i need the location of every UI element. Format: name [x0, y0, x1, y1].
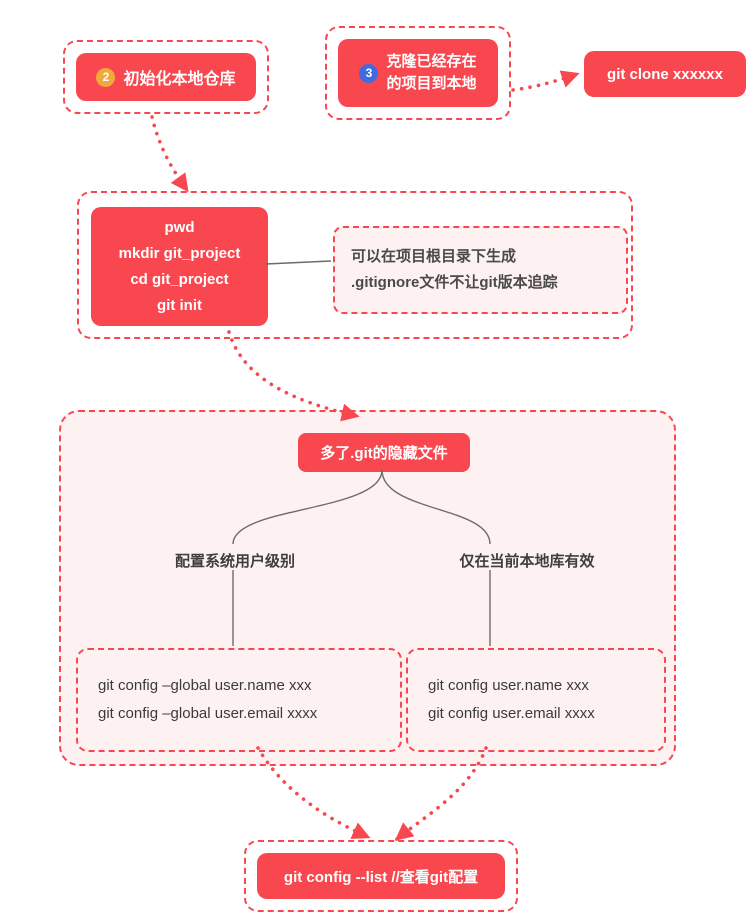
gitignore-note-line2: .gitignore文件不让git版本追踪 — [351, 274, 558, 291]
arrow-clone-to-gitclone — [511, 70, 580, 92]
global-config-box: git config –global user.name xxx git con… — [76, 648, 402, 752]
clone-label-line2: 的项目到本地 — [386, 75, 477, 92]
branch-label-system-user: 配置系统用户级别 — [174, 553, 295, 570]
global-config-line1: git config –global user.name xxx — [98, 677, 312, 694]
init-repo-node: 2 初始化本地仓库 — [63, 40, 269, 114]
config-list-box: git config --list //查看git配置 — [257, 853, 505, 899]
init-repo-box: 2 初始化本地仓库 — [76, 53, 256, 101]
git-clone-command-label: git clone xxxxxx — [607, 65, 723, 83]
gitignore-note-line1: 可以在项目根目录下生成 — [351, 248, 517, 265]
config-list-node: git config --list //查看git配置 — [244, 840, 518, 912]
cmd-cd: cd git_project — [130, 270, 229, 288]
config-section-group: 多了.git的隐藏文件 配置系统用户级别 仅在当前本地库有效 git confi… — [59, 410, 676, 766]
cmd-pwd: pwd — [164, 218, 195, 236]
clone-node: 3 克隆已经存在 的项目到本地 — [325, 26, 511, 120]
arrow-init-to-commands — [150, 115, 189, 193]
branch-label-local-repo: 仅在当前本地库有效 — [459, 553, 595, 570]
clone-box: 3 克隆已经存在 的项目到本地 — [338, 39, 498, 107]
hidden-git-box: 多了.git的隐藏文件 — [298, 433, 470, 472]
hidden-git-label: 多了.git的隐藏文件 — [320, 445, 448, 462]
arrow-commands-to-config-section — [227, 330, 360, 422]
local-config-box: git config user.name xxx git config user… — [406, 648, 666, 752]
gitignore-note-box: 可以在项目根目录下生成 .gitignore文件不让git版本追踪 — [333, 226, 628, 314]
clone-label-line1: 克隆已经存在 — [386, 53, 477, 70]
init-repo-label: 初始化本地仓库 — [123, 71, 236, 88]
git-clone-command-box: git clone xxxxxx — [584, 51, 746, 97]
global-config-line2: git config –global user.email xxxx — [98, 705, 318, 722]
init-commands-group: pwd mkdir git_project cd git_project git… — [77, 191, 633, 339]
number-3-badge-icon: 3 — [359, 63, 379, 83]
local-config-line1: git config user.name xxx — [428, 677, 589, 694]
config-list-label: git config --list //查看git配置 — [283, 868, 479, 886]
local-config-line2: git config user.email xxxx — [428, 705, 595, 722]
cmd-git-init: git init — [157, 296, 202, 314]
cmd-mkdir: mkdir git_project — [118, 244, 241, 262]
init-commands-box: pwd mkdir git_project cd git_project git… — [91, 207, 268, 326]
number-2-badge-icon: 2 — [96, 67, 116, 87]
